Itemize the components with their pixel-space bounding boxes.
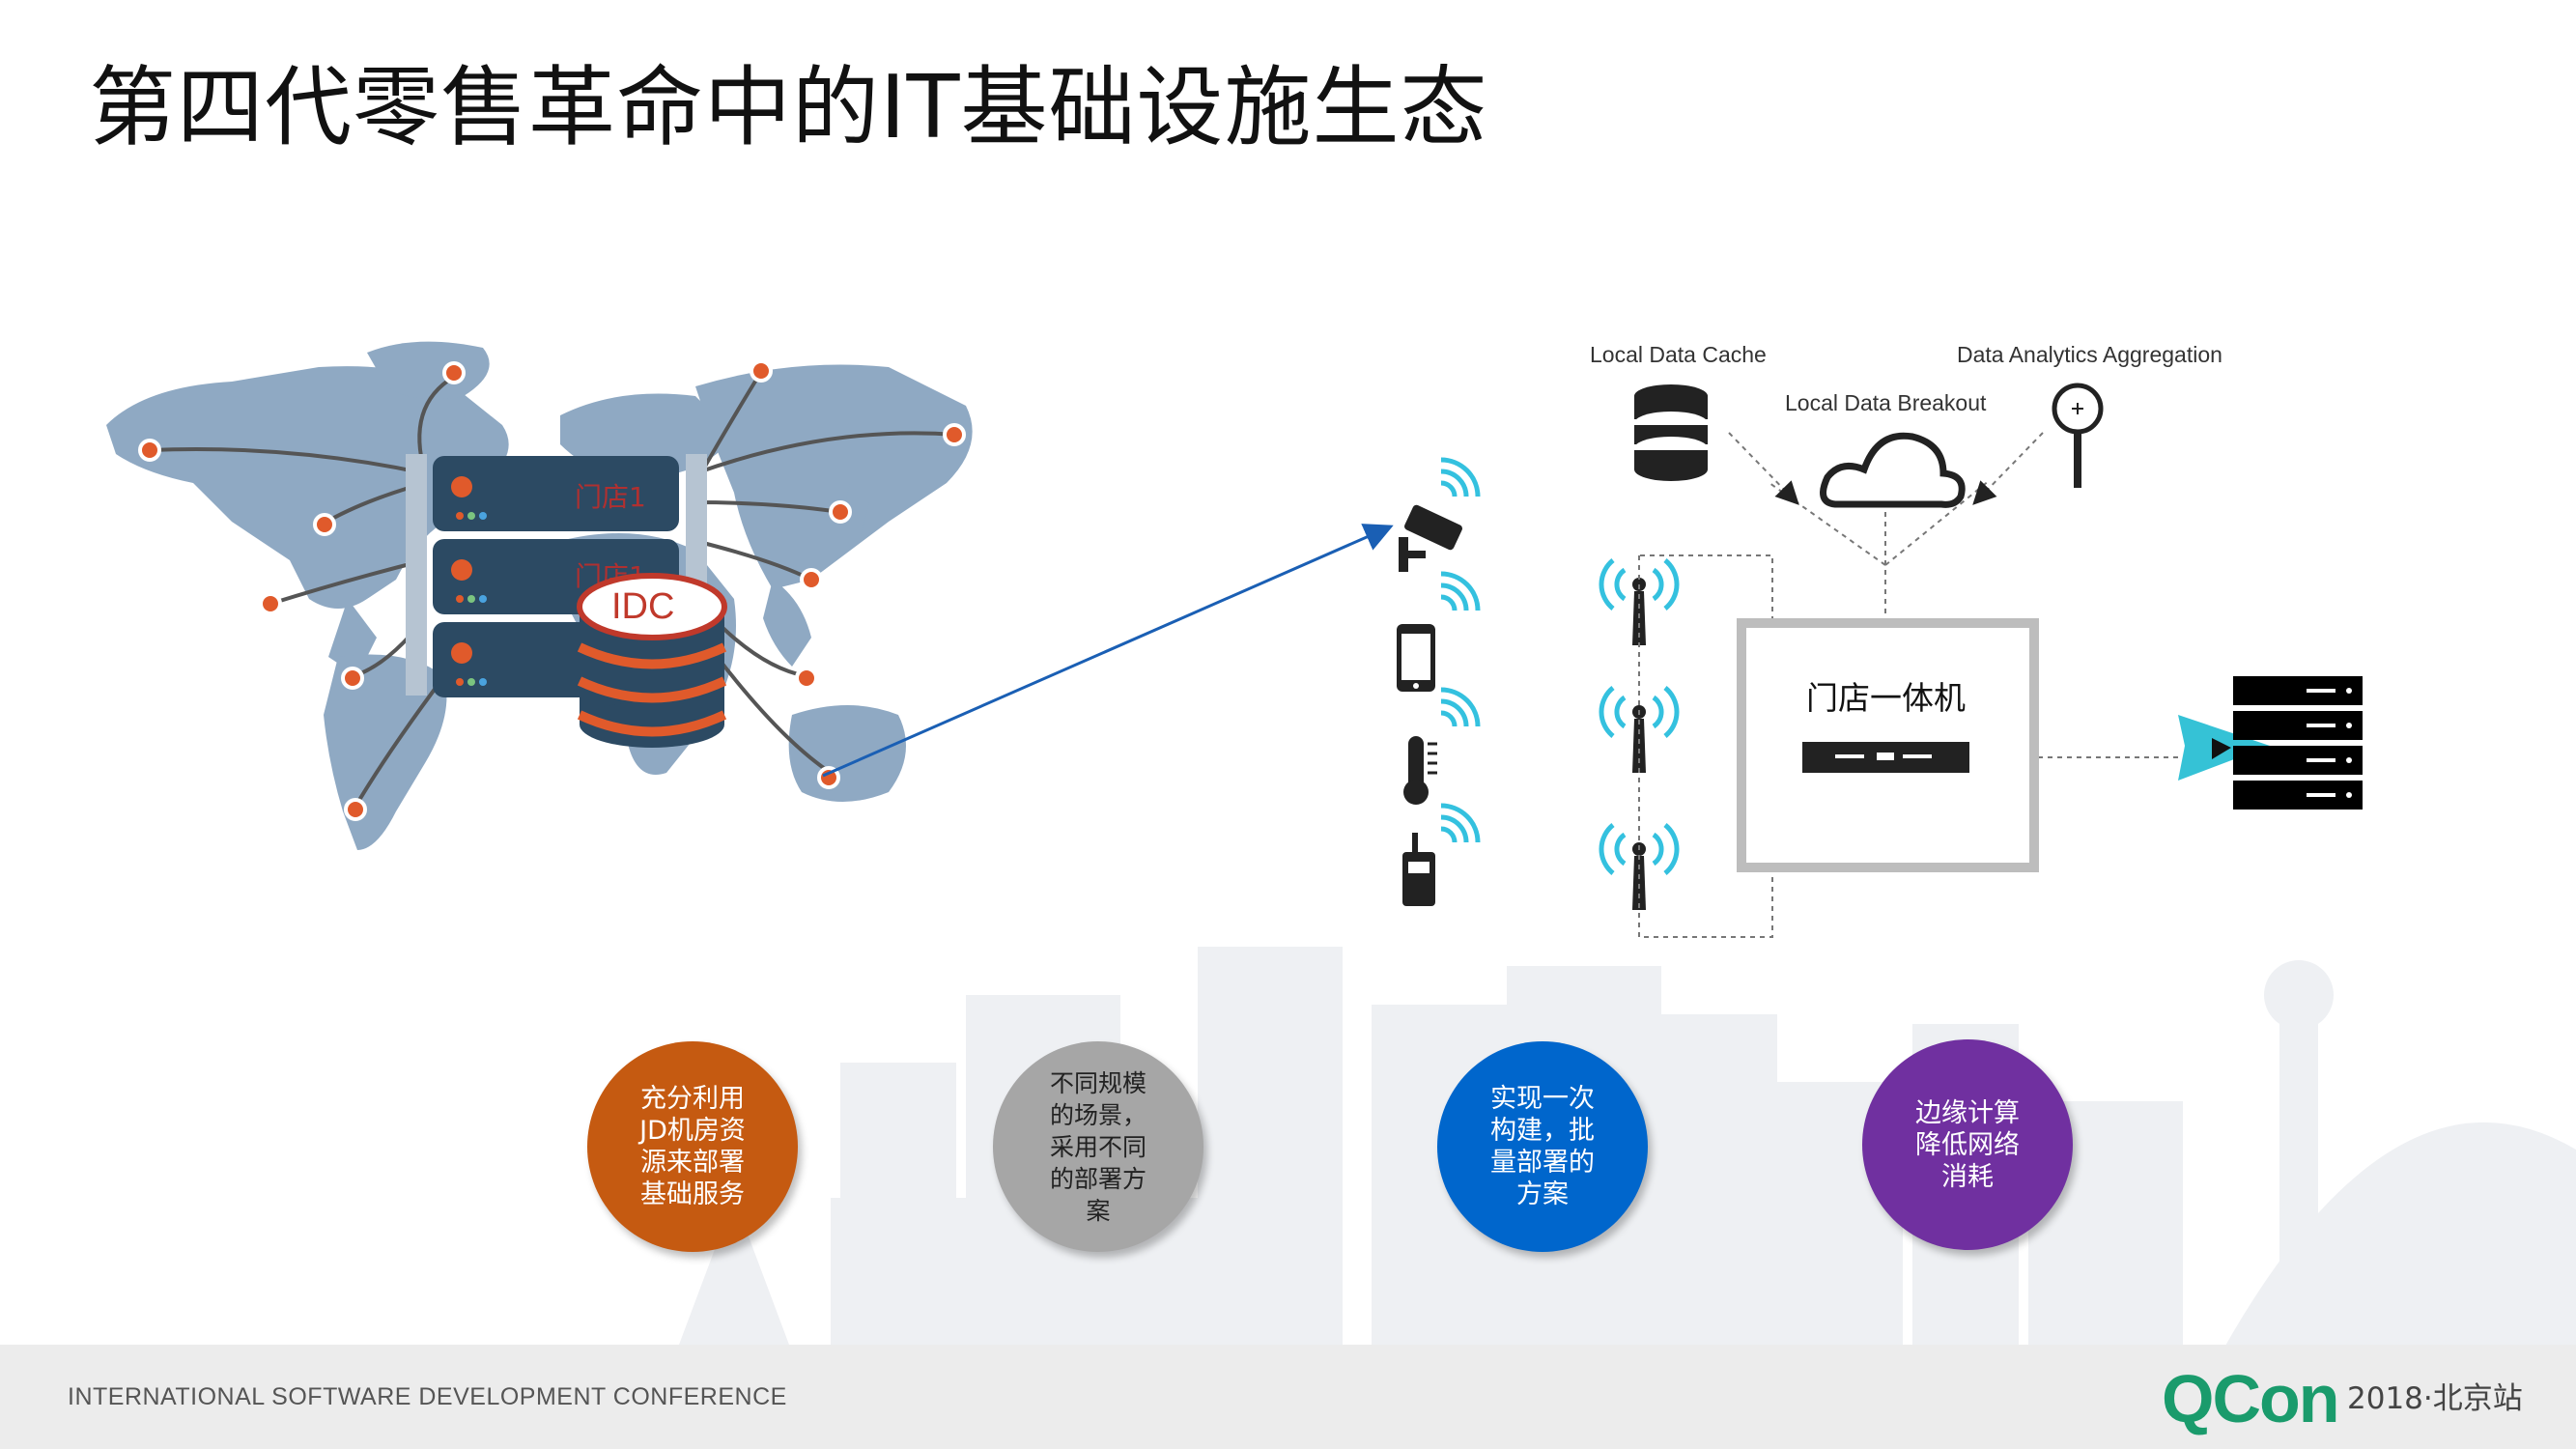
local-data-cache-label: Local Data Cache bbox=[1590, 342, 1767, 367]
cloud-icon bbox=[1820, 432, 1966, 508]
local-data-breakout-label: Local Data Breakout bbox=[1785, 390, 1987, 415]
thermometer-icon bbox=[1403, 736, 1437, 805]
feature-circle-batch-deploy: 实现一次 构建，批 量部署的 方案 bbox=[1437, 1041, 1648, 1252]
antenna-icon bbox=[1632, 856, 1646, 910]
feature-circle-text: 实现一次 构建，批 量部署的 方案 bbox=[1490, 1084, 1595, 1209]
page-title: 第四代零售革命中的IT基础设施生态 bbox=[89, 57, 1488, 158]
antenna-icon bbox=[1632, 719, 1646, 773]
data-analytics-aggregation-label: Data Analytics Aggregation bbox=[1957, 342, 2222, 367]
store-machine-label: 门店一体机 bbox=[1806, 679, 1966, 717]
footer-bar bbox=[0, 1345, 2576, 1449]
qcon-logo: QCon bbox=[2162, 1361, 2340, 1436]
cloud-server-icon bbox=[2178, 676, 2363, 810]
idc-label: IDC bbox=[611, 586, 674, 627]
camera-icon bbox=[1399, 504, 1462, 572]
idc-database-icon: IDC bbox=[577, 573, 727, 748]
location-pins bbox=[138, 359, 966, 821]
store-machine-device bbox=[1802, 742, 1969, 773]
device-column bbox=[1397, 457, 1481, 906]
conference-name: INTERNATIONAL SOFTWARE DEVELOPMENT CONFE… bbox=[68, 1383, 787, 1410]
magnifier-icon bbox=[2052, 383, 2104, 488]
walkie-talkie-icon bbox=[1402, 833, 1435, 906]
server-label-1: 门店1 bbox=[575, 481, 646, 513]
database-icon bbox=[1634, 384, 1708, 481]
deployment-arrow bbox=[822, 524, 1394, 778]
wifi-icons bbox=[1440, 457, 1481, 843]
event-label: 2018·北京站 bbox=[2347, 1381, 2523, 1416]
feature-circle-scenarios: 不同规模 的场景， 采用不同 的部署方 案 bbox=[993, 1041, 1203, 1252]
feature-circle-jd-idc: 充分利用 JD机房资 源来部署 基础服务 bbox=[587, 1041, 798, 1252]
smartphone-icon bbox=[1397, 624, 1435, 692]
feature-circle-edge-computing: 边缘计算 降低网络 消耗 bbox=[1862, 1039, 2073, 1250]
feature-circle-text: 边缘计算 降低网络 消耗 bbox=[1915, 1097, 2020, 1192]
feature-circle-text: 充分利用 JD机房资 源来部署 基础服务 bbox=[639, 1084, 746, 1209]
feature-circle-text: 不同规模 的场景， 采用不同 的部署方 案 bbox=[1049, 1068, 1146, 1225]
